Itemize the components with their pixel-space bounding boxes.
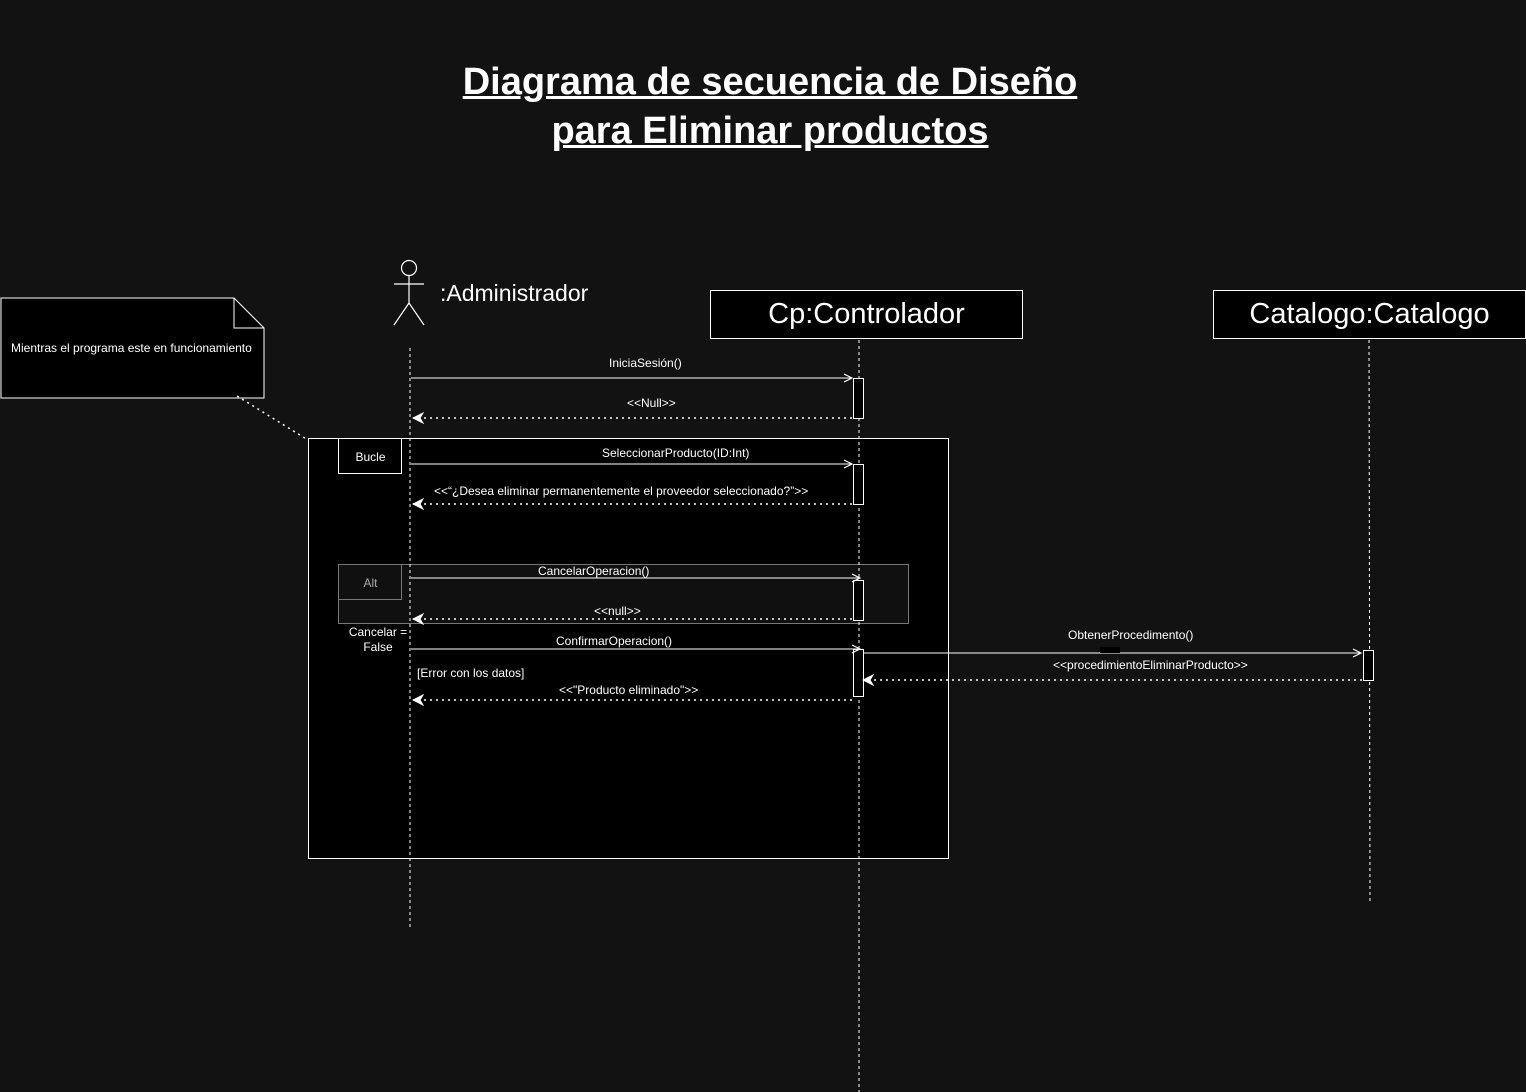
note-fold — [233, 298, 264, 329]
message-label-confirmaroperacion: ConfirmarOperacion() — [556, 634, 673, 648]
label-background — [1100, 647, 1120, 653]
diagram-title-line1: Diagrama de secuencia de Diseño — [462, 61, 1078, 103]
lifeline-catalogo — [1368, 339, 1371, 904]
message-label-null: <<Null>> — [627, 396, 676, 410]
message-label-confirmacion: <<“¿Desea eliminar permanentemente el pr… — [434, 484, 809, 498]
diagram-title: Diagrama de secuencia de Diseño para Eli… — [0, 58, 1526, 156]
activation-bar — [853, 464, 864, 505]
message-label-obtenerprocedimento: ObtenerProcedimento() — [1068, 628, 1194, 642]
message-label-producto-eliminado: <<"Producto eliminado">> — [559, 683, 699, 697]
actor-label: :Administrador — [440, 280, 589, 306]
guard-error: [Error con los datos] — [417, 666, 525, 680]
loop-label: Bucle — [355, 449, 386, 464]
activation-bar — [853, 580, 864, 621]
guard-cancel: Cancelar = False — [348, 625, 408, 654]
activation-bar — [853, 649, 864, 697]
alt-label: Alt — [363, 575, 378, 590]
alt-label-box — [338, 564, 402, 600]
message-label-procedimiento: <<procedimientoEliminarProducto>> — [1053, 658, 1248, 672]
message-label-seleccionarproducto: SeleccionarProducto(ID:Int) — [602, 446, 750, 460]
diagram-title-line2: para Eliminar productos — [551, 110, 989, 152]
lifeline-header-controlador-label: Cp:Controlador — [768, 298, 965, 330]
loop-label-box — [338, 438, 402, 474]
message-label-null-alt: <<null>> — [594, 604, 641, 618]
actor-figure — [393, 259, 425, 326]
note-text: Mientras el programa este en funcionamie… — [11, 341, 252, 355]
lifeline-header-controlador[interactable]: Cp:Controlador — [710, 290, 1023, 339]
note-connector — [236, 395, 309, 441]
lifeline-header-catalogo-label: Catalogo:Catalogo — [1249, 298, 1490, 330]
message-label-cancelaroperacion: CancelarOperacion() — [538, 564, 650, 578]
alt-frame — [338, 564, 909, 624]
activation-bar — [853, 378, 864, 419]
lifeline-header-catalogo[interactable]: Catalogo:Catalogo — [1213, 290, 1526, 339]
message-label-iniciasesion: IniciaSesión() — [609, 356, 682, 370]
note-shape — [0, 297, 265, 399]
activation-bar — [1363, 650, 1374, 681]
